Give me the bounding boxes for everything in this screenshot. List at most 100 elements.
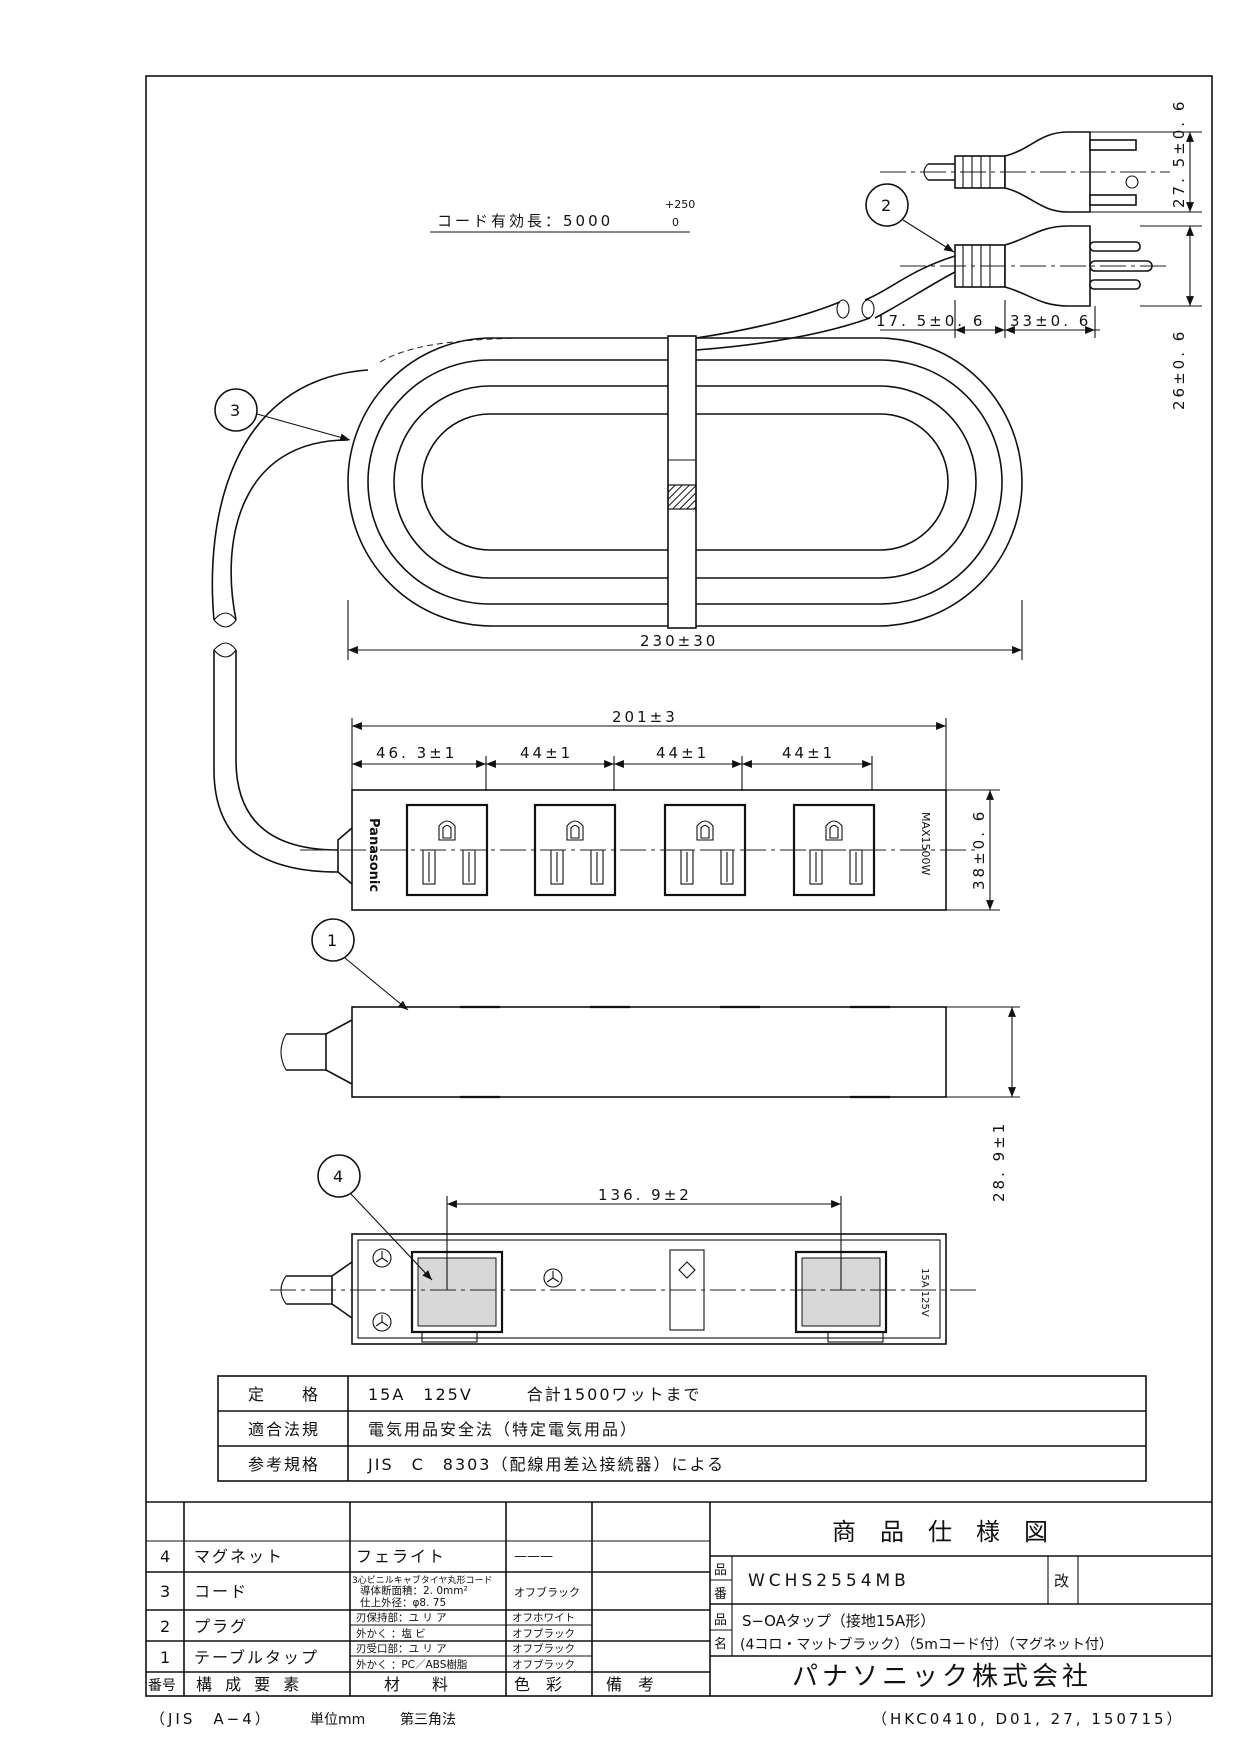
product-name-line2: (4コロ・マットブラック）（5mコード付）（マグネット付） (740, 1636, 1113, 1653)
dim-pitch-4: 44±1 (782, 744, 835, 762)
plug-side-view (900, 225, 1170, 307)
dim-plug-len2: 33±0. 6 (1010, 312, 1091, 330)
coil-band (667, 335, 697, 629)
coil-band-label (667, 484, 697, 510)
svg-text:1: 1 (160, 1648, 172, 1667)
dim-plug-width: 26±0. 6 (1170, 329, 1188, 410)
parts-row: 4 マグネット フェライト ——— (160, 1547, 553, 1566)
parts-row: 2 プラグ 刃保持部：ユ リ ア 外かく ：塩 ビ オフホワイト オフブラック (160, 1611, 575, 1640)
svg-text:材 料: 材 料 (384, 1675, 448, 1694)
svg-text:オフホワイト: オフホワイト (512, 1612, 575, 1624)
svg-text:3心ビニルキャブタイヤ丸形コード: 3心ビニルキャブタイヤ丸形コード (352, 1574, 492, 1586)
svg-text:外かく ：塩 ビ: 外かく ：塩 ビ (356, 1627, 426, 1640)
dim-body-length: 201±3 (612, 708, 678, 726)
svg-text:2: 2 (881, 196, 891, 215)
company-name: パナソニック株式会社 (792, 1662, 1092, 1692)
spec-row: 定 格 15A 125V 合計1500ワットまで (248, 1385, 702, 1404)
spec-row: 適合法規 電気用品安全法（特定電気用品） (248, 1420, 638, 1439)
svg-text:刃保持部：ユ リ ア: 刃保持部：ユ リ ア (356, 1611, 447, 1624)
svg-text:3: 3 (230, 401, 240, 420)
callout-3: 3 (214, 388, 351, 442)
svg-text:フェライト: フェライト (356, 1547, 446, 1566)
svg-text:構 成 要 素: 構 成 要 素 (196, 1675, 303, 1694)
dim-magnet-pitch: 136. 9±2 (598, 1186, 692, 1204)
cord-tol-plus: +250 (665, 198, 695, 211)
callout-1: 1 (311, 918, 409, 1011)
svg-text:番号: 番号 (148, 1678, 176, 1694)
screw-icon (372, 1248, 392, 1268)
svg-text:———: ——— (514, 1549, 553, 1564)
svg-text:オフブラック: オフブラック (514, 1585, 580, 1599)
plug-top-view (880, 131, 1170, 213)
svg-text:オフブラック: オフブラック (512, 1642, 575, 1655)
cord-coil (211, 255, 1023, 873)
svg-text:備 考: 備 考 (606, 1675, 654, 1694)
svg-text:4: 4 (333, 1167, 343, 1186)
rating-mark: 15A 125V (919, 1268, 930, 1317)
svg-text:品: 品 (714, 1613, 727, 1628)
svg-text:（HKC0410, D01, 27, 150715）: （HKC0410, D01, 27, 150715） (872, 1710, 1185, 1728)
svg-text:プラグ: プラグ (194, 1617, 248, 1636)
svg-text:刃受口部：ユ リ ア: 刃受口部：ユ リ ア (356, 1642, 447, 1655)
svg-text:品: 品 (714, 1563, 727, 1578)
spec-row: 参考規格 JIS C 8303（配線用差込接続器）による (248, 1455, 725, 1474)
screw-icon (372, 1312, 392, 1332)
svg-text:オフブラック: オフブラック (512, 1658, 575, 1671)
tap-side-view (280, 1005, 947, 1099)
title-block: 商 品 仕 様 図 品 番 WCHS2554MB 改 品 名 S−OAタップ（接… (710, 1518, 1212, 1692)
dimension-lines: コード有効長：5000 +250 0 27. 5±0. 6 26±0. 6 17… (347, 99, 1202, 1290)
brand-mark: Panasonic (366, 818, 381, 892)
svg-text:15A 125V 合計1500ワットまで: 15A 125V 合計1500ワットまで (368, 1385, 702, 1404)
svg-text:JIS C 8303（配線用差込接続器）による: JIS C 8303（配線用差込接続器）による (367, 1455, 725, 1474)
svg-text:オフブラック: オフブラック (512, 1627, 575, 1640)
dim-pitch-3: 44±1 (656, 744, 709, 762)
svg-text:色 彩: 色 彩 (514, 1675, 562, 1694)
dim-plug-len1: 17. 5±0. 6 (876, 312, 985, 330)
dim-pitch-first: 46. 3±1 (376, 744, 457, 762)
svg-text:参考規格: 参考規格 (248, 1455, 320, 1474)
parts-table: 4 マグネット フェライト ——— 3 コード 3心ビニルキャブタイヤ丸形コード… (146, 1501, 1212, 1696)
dim-plug-height: 27. 5±0. 6 (1170, 99, 1188, 208)
svg-text:電気用品安全法（特定電気用品）: 電気用品安全法（特定電気用品） (368, 1420, 638, 1439)
svg-text:定 格: 定 格 (248, 1385, 320, 1404)
dim-coil-width: 230±30 (640, 632, 718, 650)
svg-text:マグネット: マグネット (194, 1547, 284, 1566)
svg-text:外かく ：PC／ABS樹脂: 外かく ：PC／ABS樹脂 (356, 1658, 468, 1671)
drawing-title: 商 品 仕 様 図 (832, 1518, 1048, 1546)
tap-bottom-view: 15A 125V (270, 1233, 980, 1345)
part-number: WCHS2554MB (748, 1571, 910, 1591)
parts-row: 3 コード 3心ビニルキャブタイヤ丸形コード 導体断面積：2. 0mm² 仕上外… (160, 1574, 580, 1609)
callout-4: 4 (317, 1154, 433, 1281)
svg-text:テーブルタップ: テーブルタップ (194, 1648, 319, 1667)
svg-text:3: 3 (160, 1582, 172, 1601)
dim-pitch-2: 44±1 (520, 744, 573, 762)
footer: （JIS A−4） 単位mm 第三角法 （HKC0410, D01, 27, 1… (150, 1710, 1185, 1728)
screw-icon (543, 1268, 563, 1288)
parts-header: 番号 構 成 要 素 材 料 色 彩 備 考 (148, 1675, 654, 1694)
svg-text:2: 2 (160, 1617, 172, 1636)
svg-text:名: 名 (714, 1636, 727, 1652)
spec-table: 定 格 15A 125V 合計1500ワットまで 適合法規 電気用品安全法（特定… (217, 1375, 1147, 1482)
drawing-frame (145, 75, 1213, 1697)
svg-text:4: 4 (160, 1547, 172, 1566)
svg-text:番: 番 (714, 1587, 727, 1602)
dim-body-width: 38±0. 6 (970, 809, 988, 890)
parts-row: 1 テーブルタップ 刃受口部：ユ リ ア 外かく ：PC／ABS樹脂 オフブラッ… (160, 1642, 575, 1671)
svg-text:適合法規: 適合法規 (248, 1420, 320, 1439)
svg-text:第三角法: 第三角法 (400, 1711, 456, 1728)
svg-text:（JIS A−4）: （JIS A−4） (150, 1710, 273, 1728)
svg-text:改: 改 (1054, 1572, 1069, 1590)
tap-top-view: Panasonic MAX1500W (300, 789, 980, 911)
max-mark: MAX1500W (919, 812, 932, 876)
svg-text:導体断面積：2. 0mm²: 導体断面積：2. 0mm² (360, 1584, 468, 1597)
svg-text:単位mm: 単位mm (310, 1712, 365, 1728)
cord-tol-minus: 0 (672, 216, 679, 229)
svg-text:仕上外径：φ8. 75: 仕上外径：φ8. 75 (360, 1596, 446, 1609)
product-name-line1: S−OAタップ（接地15A形） (742, 1612, 935, 1630)
dim-body-height: 28. 9±1 (990, 1121, 1008, 1202)
cord-length-label: コード有効長：5000 (437, 212, 613, 230)
svg-text:コード: コード (194, 1582, 248, 1601)
svg-text:1: 1 (327, 931, 337, 950)
callout-2: 2 (865, 183, 955, 253)
